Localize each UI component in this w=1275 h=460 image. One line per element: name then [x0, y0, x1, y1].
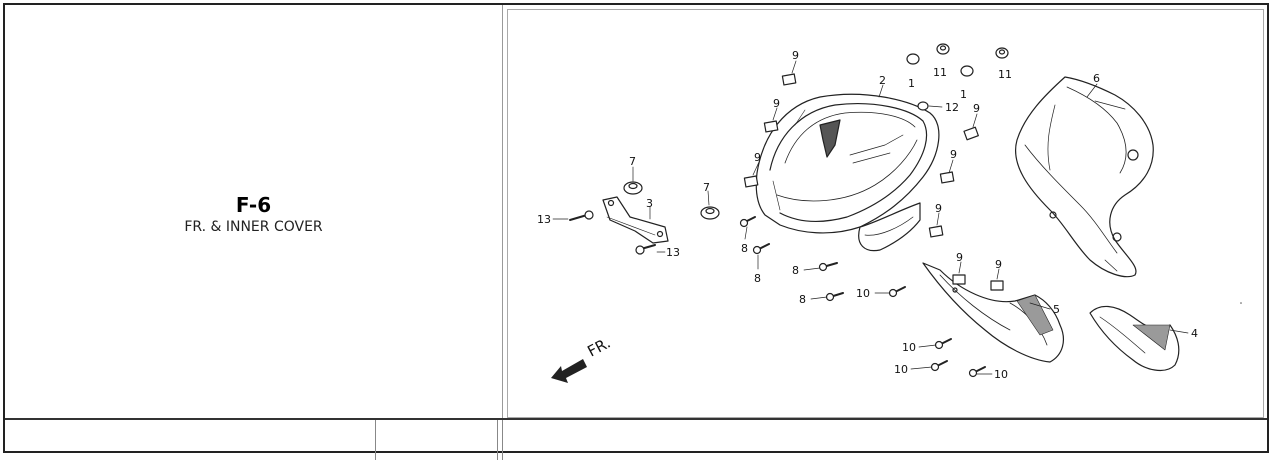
- section-name: FR. & INNER COVER: [184, 219, 323, 235]
- callout: 6: [1093, 72, 1100, 85]
- parts-table: F-6 FR. & INNER COVER: [3, 3, 1269, 460]
- callout-labels: 9 1 11 1 11 2 12 9 9 9 9 6 7 3 7 13 13 8…: [537, 49, 1198, 381]
- diagram-frame: [507, 9, 1264, 418]
- callout: 8: [792, 264, 799, 277]
- callout: 7: [629, 155, 636, 168]
- callout: 8: [799, 293, 806, 306]
- under-cover-part: [1089, 305, 1180, 372]
- column-divider: [502, 420, 503, 460]
- exploded-parts-diagram: 9 1 11 1 11 2 12 9 9 9 9 6 7 3 7 13 13 8…: [537, 43, 1242, 383]
- leader-lines: [552, 60, 1189, 375]
- column-divider: [375, 420, 376, 460]
- callout: 9: [792, 49, 799, 62]
- stray-dot: [1240, 302, 1242, 304]
- callout: 9: [995, 258, 1002, 271]
- section-code: F-6: [235, 193, 272, 217]
- callout: 4: [1191, 327, 1198, 340]
- callout: 9: [935, 202, 942, 215]
- callout: 7: [703, 181, 710, 194]
- callout: 9: [773, 97, 780, 110]
- nut-fasteners: [906, 43, 1009, 111]
- callout: 2: [879, 74, 886, 87]
- clip-fasteners: [743, 73, 1004, 291]
- callout: 9: [754, 151, 761, 164]
- direction-label: FR.: [584, 334, 613, 361]
- callout: 8: [741, 242, 748, 255]
- callout: 9: [956, 251, 963, 264]
- section-title-cell: F-6 FR. & INNER COVER: [5, 5, 503, 418]
- callout: 13: [666, 246, 680, 259]
- front-direction-indicator: FR.: [551, 334, 613, 383]
- callout: 10: [994, 368, 1008, 381]
- callout: 10: [856, 287, 870, 300]
- callout: 12: [945, 101, 959, 114]
- callout: 11: [933, 66, 947, 79]
- table-next-row: [5, 418, 1267, 460]
- diagram-cell: [502, 5, 1267, 418]
- callout: 1: [908, 77, 915, 90]
- callout: 13: [537, 213, 551, 226]
- callout: 9: [950, 148, 957, 161]
- front-cover-part: [755, 93, 940, 252]
- column-divider: [497, 420, 498, 460]
- callout: 8: [754, 272, 761, 285]
- callout: 10: [894, 363, 908, 376]
- arrow-icon: [551, 359, 587, 383]
- lower-cover-part: [922, 262, 1064, 363]
- screw-fasteners: [569, 210, 986, 378]
- section-title: F-6 FR. & INNER COVER: [5, 193, 502, 236]
- callout: 11: [998, 68, 1012, 81]
- callout: 10: [902, 341, 916, 354]
- callout: 9: [973, 102, 980, 115]
- grommet-parts: [623, 181, 720, 220]
- bracket-part: [602, 196, 669, 244]
- callout: 3: [646, 197, 653, 210]
- callout: 1: [960, 88, 967, 101]
- callout: 5: [1053, 303, 1060, 316]
- inner-cover-part: [1015, 76, 1154, 278]
